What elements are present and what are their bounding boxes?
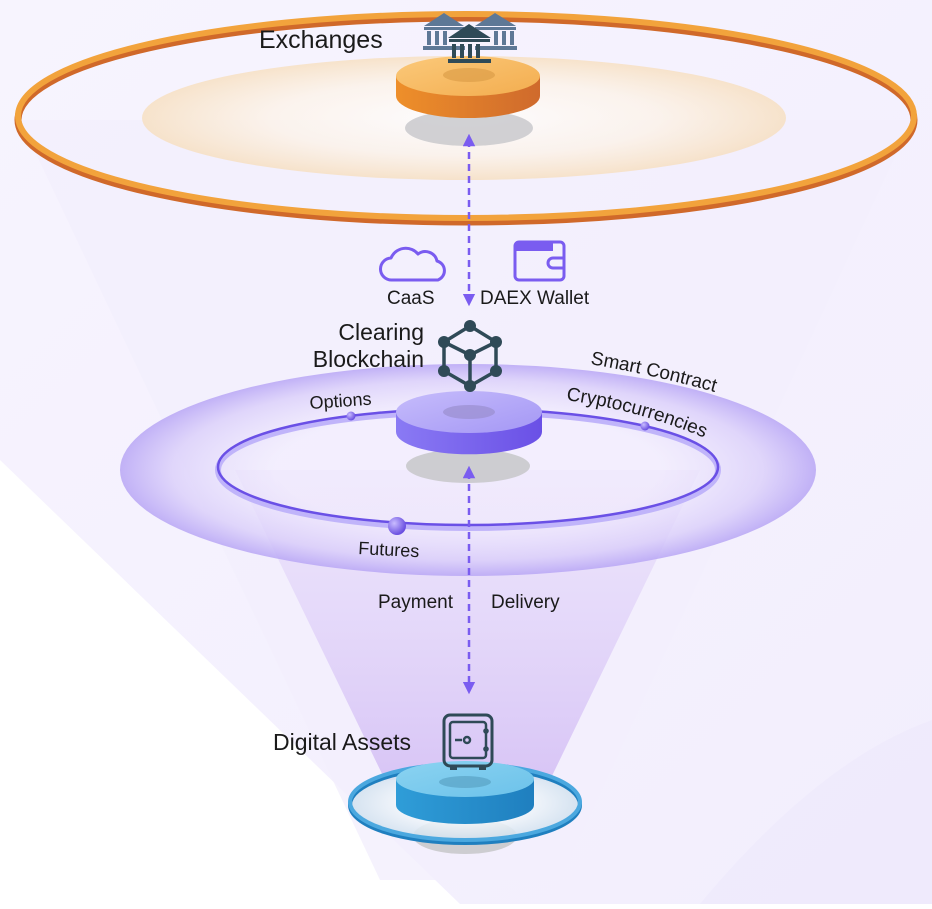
background-curve <box>700 720 932 904</box>
delivery-label: Delivery <box>491 592 560 613</box>
clearing-label-line1: Clearing <box>338 319 424 345</box>
payment-label: Payment <box>378 592 453 613</box>
exchanges-layer <box>14 11 918 226</box>
digital-assets-label: Digital Assets <box>273 729 412 755</box>
clearing-blockchain-label: Clearing Blockchain <box>300 319 424 373</box>
orbit-node-options <box>346 411 356 421</box>
assets-layer <box>348 761 582 854</box>
futures-label: Futures <box>358 538 420 561</box>
orbit-node-futures <box>388 517 406 535</box>
assets-disc-center <box>439 776 491 788</box>
safe-vault-icon <box>442 713 494 770</box>
daex-wallet-label: DAEX Wallet <box>480 288 590 309</box>
exchanges-disc-shadow <box>405 110 533 146</box>
wallet-icon <box>513 240 566 282</box>
clearing-label-line2: Blockchain <box>312 346 424 372</box>
options-label: Options <box>309 389 372 413</box>
cloud-icon <box>379 246 446 282</box>
orbit-node-cryptocurrencies <box>640 421 650 431</box>
clearing-disc-center <box>443 405 495 419</box>
blockchain-cube-icon <box>438 320 502 392</box>
bank-building-icon <box>423 13 517 63</box>
caas-label: CaaS <box>387 288 435 309</box>
exchanges-disc-center <box>443 68 495 82</box>
exchanges-label: Exchanges <box>259 26 383 54</box>
